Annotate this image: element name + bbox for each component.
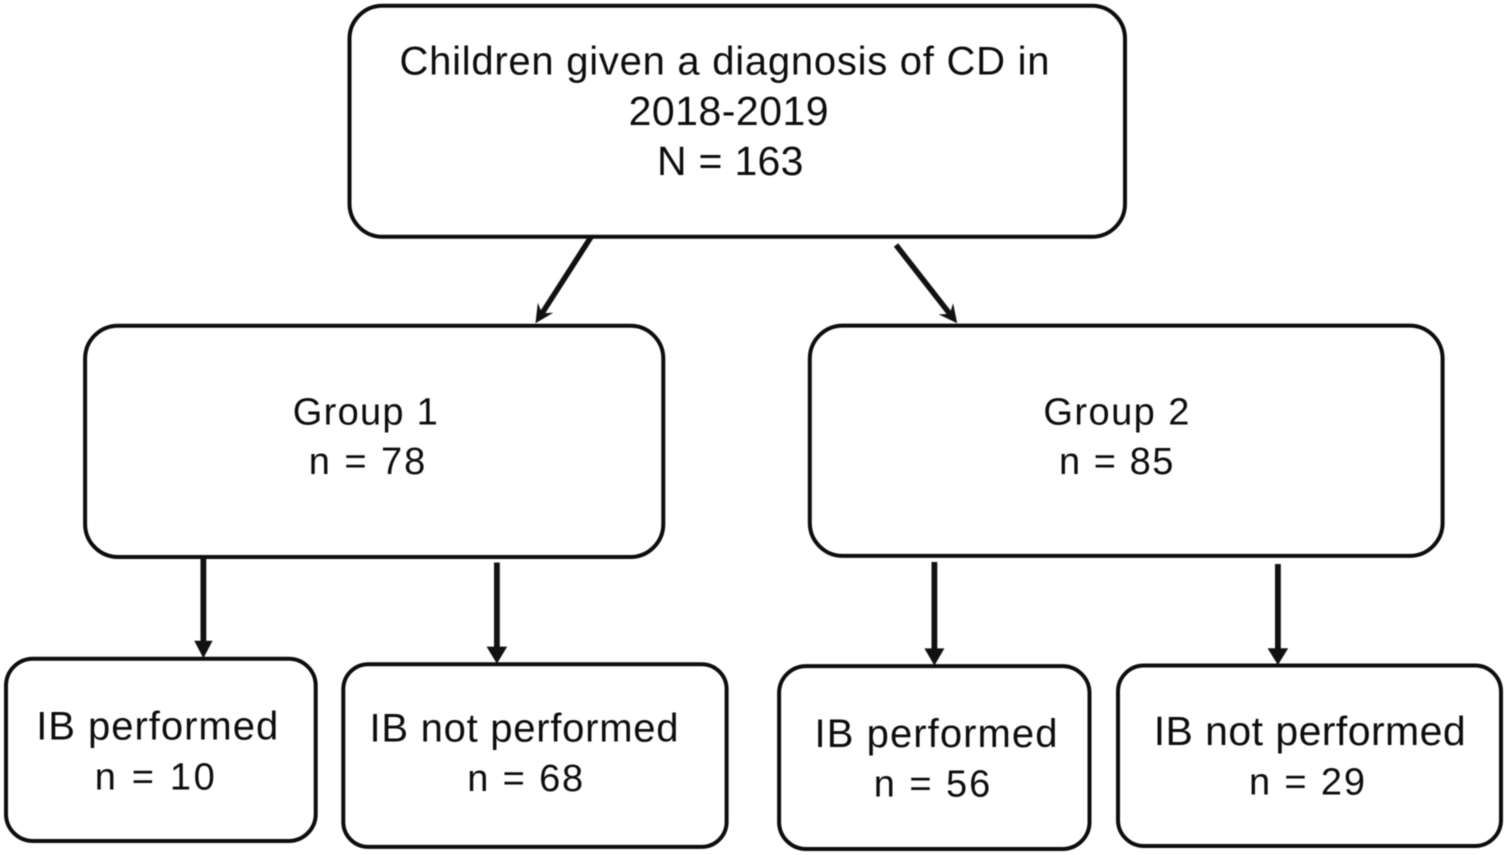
svg-text:IB not performed: IB not performed bbox=[1154, 708, 1466, 754]
svg-text:Group 1: Group 1 bbox=[293, 391, 438, 433]
svg-text:N = 163: N = 163 bbox=[657, 138, 804, 184]
svg-text:IB not performed: IB not performed bbox=[370, 706, 679, 750]
svg-text:IB performed: IB performed bbox=[36, 705, 278, 749]
svg-text:IB performed: IB performed bbox=[815, 712, 1058, 756]
svg-text:2018-2019: 2018-2019 bbox=[629, 88, 829, 134]
svg-text:Group 2: Group 2 bbox=[1043, 391, 1189, 433]
svg-text:Children given a diagnosis of: Children given a diagnosis of CD in bbox=[400, 40, 1050, 84]
